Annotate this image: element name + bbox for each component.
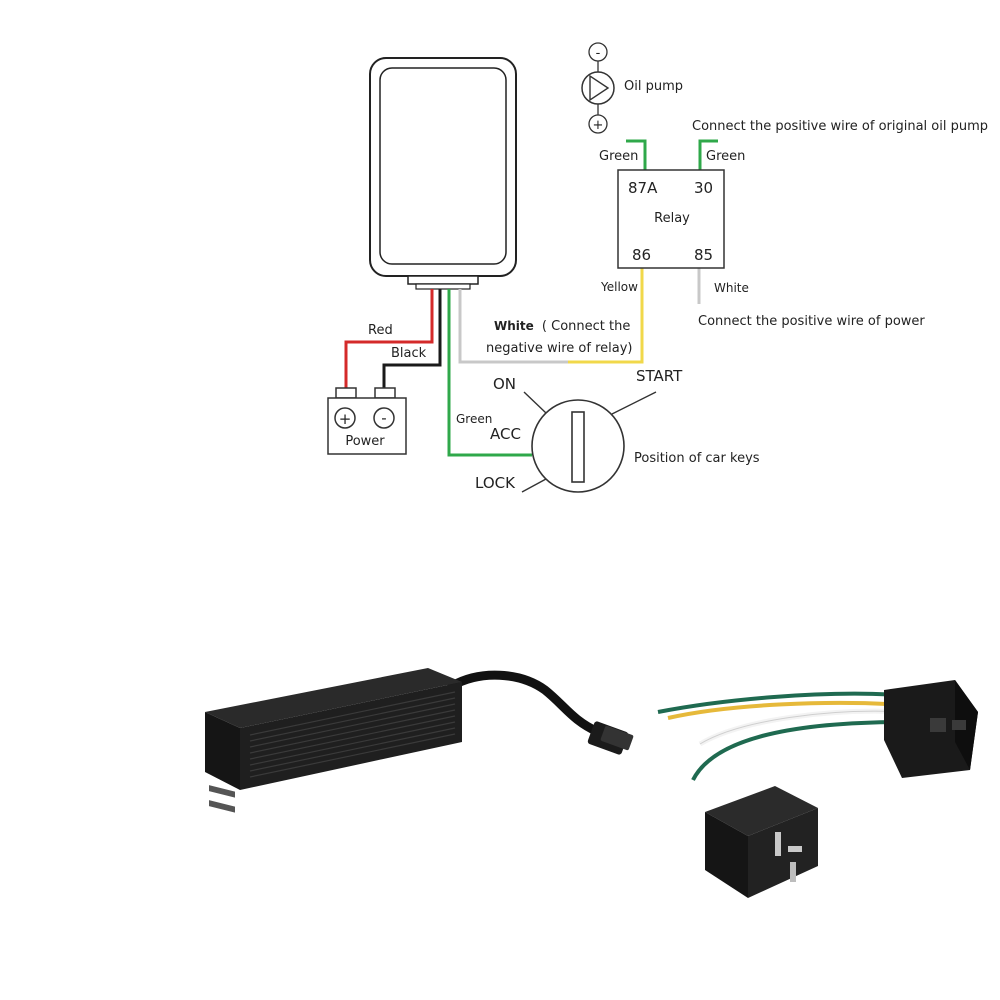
green-87a-label: Green	[599, 149, 638, 164]
device-wires	[344, 268, 644, 457]
oil-pump: - + Oil pump	[581, 42, 683, 134]
key-on-label: ON	[493, 375, 516, 393]
relay: 87A 30 Relay 86 85	[617, 139, 725, 304]
relay-cube-photo	[705, 786, 818, 898]
red-wire-label: Red	[368, 323, 393, 338]
key-start-label: START	[636, 367, 683, 385]
svg-text:White ( Connect the: White ( Connect the	[494, 319, 630, 334]
key-lock-label: LOCK	[475, 474, 516, 492]
green-87a-wire	[626, 139, 647, 170]
white-relay-wire	[458, 289, 568, 364]
relay-pin-30: 30	[694, 179, 713, 197]
white-relay-line2: negative wire of relay)	[486, 341, 633, 356]
ignition-switch: ON START ACC LOCK	[475, 367, 683, 493]
yellow-wire-label: Yellow	[600, 280, 638, 294]
power-label: Power	[345, 434, 385, 449]
relay-socket-photo	[657, 680, 978, 781]
white-85-label: White	[714, 281, 749, 295]
green-acc-wire	[447, 289, 532, 457]
relay-title: Relay	[654, 211, 690, 226]
white-relay-note: White ( Connect the negative wire of rel…	[486, 319, 633, 356]
relay-pin-85: 85	[694, 246, 713, 264]
power-minus: -	[381, 409, 386, 427]
tracker-device	[369, 57, 517, 290]
power-block: + - Power	[327, 387, 407, 455]
key-acc-label: ACC	[490, 425, 521, 443]
oil-pump-label: Oil pump	[624, 79, 683, 94]
relay-pin-86: 86	[632, 246, 651, 264]
oil-pump-plus: +	[593, 118, 604, 133]
red-wire	[344, 289, 434, 388]
green-acc-wire-label: Green	[456, 412, 492, 426]
green-30-wire	[698, 139, 718, 170]
relay-pin-87a: 87A	[628, 179, 658, 197]
green-30-label: Green	[706, 149, 745, 164]
white-relay-word: White	[494, 319, 534, 333]
yellow-wire	[568, 268, 644, 364]
black-wire	[382, 289, 442, 388]
car-keys-note: Position of car keys	[634, 451, 760, 466]
gps-tracker-photo	[205, 668, 634, 813]
power-plus: +	[339, 410, 352, 428]
oil-pump-minus: -	[596, 46, 601, 61]
black-wire-label: Black	[391, 346, 427, 361]
white-relay-line1-rest: ( Connect the	[542, 319, 630, 334]
connect-power-note: Connect the positive wire of power	[698, 314, 925, 329]
connect-oil-pump-note: Connect the positive wire of original oi…	[692, 119, 988, 134]
